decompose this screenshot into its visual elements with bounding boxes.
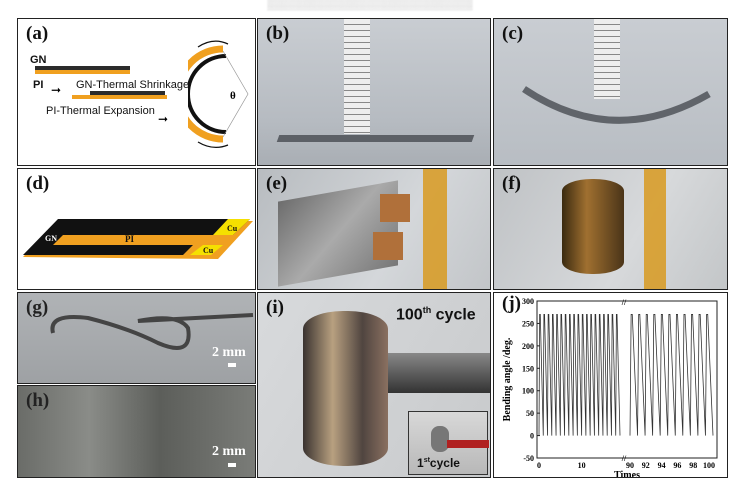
scale-bar	[228, 363, 236, 367]
panel-label: (j)	[502, 293, 521, 314]
copper-pad	[373, 232, 403, 260]
y-tick-label: 200	[522, 342, 534, 351]
inset-wire	[447, 440, 489, 448]
wavy-film-photo	[18, 386, 255, 477]
panel-a-schematic: (a) GN PI ➞ GN-Thermal Shrinkage PI-Ther…	[17, 18, 256, 166]
expansion-label: PI-Thermal Expansion	[46, 105, 155, 117]
shrinkage-label: GN-Thermal Shrinkage	[76, 79, 190, 91]
axis-break-mark: //	[621, 454, 627, 463]
gn-label: GN	[30, 54, 47, 66]
ruler	[344, 19, 370, 134]
folded-film	[50, 313, 254, 350]
cycle-1-label: 1stcycle	[417, 456, 460, 470]
kapton-tape	[644, 169, 666, 289]
panel-label: (i)	[266, 297, 284, 318]
y-tick-label: 150	[522, 364, 534, 373]
data-series-2	[629, 314, 714, 436]
panel-i-photo: 100th cycle 1stcycle (i)	[257, 292, 491, 478]
x-tick-label: 98	[689, 461, 697, 470]
folded-film-photo	[18, 293, 255, 383]
scale-bar-label: 2 mm	[212, 345, 246, 360]
cycle-100-label: 100th cycle	[396, 305, 476, 324]
svg-text:GN: GN	[45, 234, 57, 243]
y-tick-label: 50	[526, 409, 534, 418]
y-axis-label: Bending angle /deg.	[502, 337, 513, 421]
axis-break-mark: //	[621, 298, 627, 307]
panel-label: (h)	[26, 390, 50, 411]
plot-frame	[536, 300, 718, 459]
copper-pad	[380, 194, 410, 222]
clip	[388, 353, 490, 393]
bent-bilayer-diagram: θ	[188, 40, 249, 149]
scale-bar	[228, 463, 236, 467]
x-tick-label: 96	[673, 461, 681, 470]
panel-f-photo: (f)	[493, 168, 728, 290]
panel-label: (f)	[502, 173, 521, 194]
y-tick-label: -50	[523, 454, 534, 463]
figure-caption-blurred: ▒▒▒▒▒▒▒▒▒▒▒▒▒▒▒▒▒▒▒▒▒▒▒▒▒▒▒▒▒	[267, 0, 473, 11]
panel-label: (c)	[502, 23, 524, 44]
electrode-layout-diagram: GN PI Cu Cu	[23, 219, 253, 259]
ruler	[594, 19, 620, 99]
panel-g-photo: (g) 2 mm	[17, 292, 256, 384]
panel-label: (d)	[26, 173, 50, 194]
panel-b-photo: (b)	[257, 18, 491, 166]
panel-label: (b)	[266, 23, 290, 44]
gn-layer-shifted	[90, 91, 165, 95]
svg-text:PI: PI	[125, 234, 134, 244]
flat-film	[276, 135, 475, 142]
svg-text:θ: θ	[230, 90, 236, 102]
panel-label: (g)	[26, 297, 49, 318]
panel-d-schematic: (d) GN PI Cu Cu	[17, 168, 256, 290]
rolled-film	[303, 311, 388, 466]
pi-label: PI	[33, 79, 44, 91]
panel-h-photo: (h) 2 mm	[17, 385, 256, 478]
x-tick-label: 92	[642, 461, 650, 470]
x-tick-label: 0	[537, 461, 541, 470]
panel-label: (e)	[266, 173, 288, 194]
data-series-1	[538, 314, 621, 436]
panel-label: (a)	[26, 23, 49, 44]
curled-film	[522, 86, 711, 124]
arrow-icon: ➞	[158, 112, 169, 126]
x-tick-label: 100	[703, 461, 715, 470]
svg-text:Cu: Cu	[227, 224, 238, 233]
x-tick-label: 10	[578, 461, 586, 470]
y-tick-label: 0	[530, 432, 534, 441]
flat-film-photo	[258, 19, 490, 165]
arrow-icon: ➞	[51, 83, 62, 97]
gn-layer	[35, 66, 130, 70]
x-tick-label: 90	[626, 461, 634, 470]
inset-device	[431, 426, 449, 452]
scale-bar-label: 2 mm	[212, 444, 246, 459]
pi-layer	[35, 70, 130, 74]
rolled-film	[562, 179, 624, 274]
y-tick-label: 300	[522, 297, 534, 306]
panel-c-photo: (c)	[493, 18, 728, 166]
svg-text:Cu: Cu	[203, 246, 214, 255]
pi-layer-shifted	[72, 95, 167, 99]
y-tick-label: 100	[522, 387, 534, 396]
y-tick-label: 250	[522, 319, 534, 328]
inset-first-cycle: 1stcycle	[408, 411, 489, 475]
panel-e-photo: (e)	[257, 168, 491, 290]
kapton-tape	[423, 169, 447, 289]
x-axis-label: Times	[614, 470, 640, 478]
x-tick-label: 94	[658, 461, 666, 470]
